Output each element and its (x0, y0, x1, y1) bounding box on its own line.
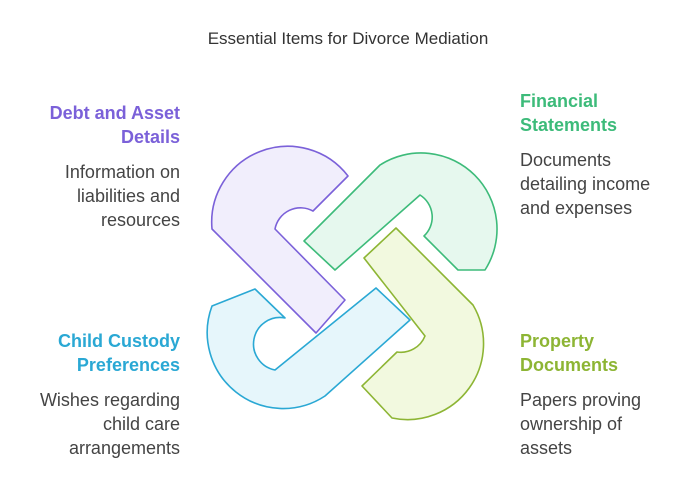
item-description-line: detailing income (520, 174, 651, 194)
diagram-title: Essential Items for Divorce Mediation (207, 29, 489, 48)
item-description-line: resources (100, 210, 180, 230)
item-heading-line: Preferences (76, 355, 180, 375)
item-description: Information on liabilities and resources (0, 160, 180, 232)
item-description-line: arrangements (68, 438, 180, 458)
item-description: Documents detailing income and expenses (520, 148, 690, 220)
item-financial-statements: Financial Statements Documents detailing… (520, 89, 690, 220)
item-heading-line: Statements (520, 115, 618, 135)
item-description-line: liabilities and (76, 186, 180, 206)
item-description: Wishes regarding child care arrangements (0, 388, 180, 460)
item-property-documents: Property Documents Papers proving owners… (520, 329, 690, 460)
item-description-line: assets (520, 438, 573, 458)
item-heading: Financial Statements (520, 89, 690, 137)
item-description-line: Wishes regarding (39, 390, 180, 410)
link-shape-custody (206, 287, 411, 410)
link-shape-property (361, 227, 485, 421)
item-description-line: and expenses (520, 198, 633, 218)
item-description-line: ownership of (520, 414, 623, 434)
item-description-line: Documents (520, 150, 612, 170)
item-description-line: child care (102, 414, 180, 434)
item-heading: Property Documents (520, 329, 690, 377)
item-debt-asset-details: Debt and Asset Details Information on li… (0, 101, 180, 232)
item-heading-line: Property (520, 331, 595, 351)
link-shape-debt (210, 145, 349, 334)
item-heading-line: Financial (520, 91, 599, 111)
item-heading-line: Child Custody (58, 331, 180, 351)
item-description: Papers proving ownership of assets (520, 388, 690, 460)
item-heading: Child Custody Preferences (0, 329, 180, 377)
item-description-line: Information on (64, 162, 180, 182)
item-heading: Debt and Asset Details (0, 101, 180, 149)
item-child-custody-preferences: Child Custody Preferences Wishes regardi… (0, 329, 180, 460)
item-heading-line: Documents (520, 355, 619, 375)
link-shape-financial (303, 152, 498, 271)
item-description-line: Papers proving (520, 390, 642, 410)
item-heading-line: Debt and Asset (49, 103, 180, 123)
item-heading-line: Details (120, 127, 180, 147)
